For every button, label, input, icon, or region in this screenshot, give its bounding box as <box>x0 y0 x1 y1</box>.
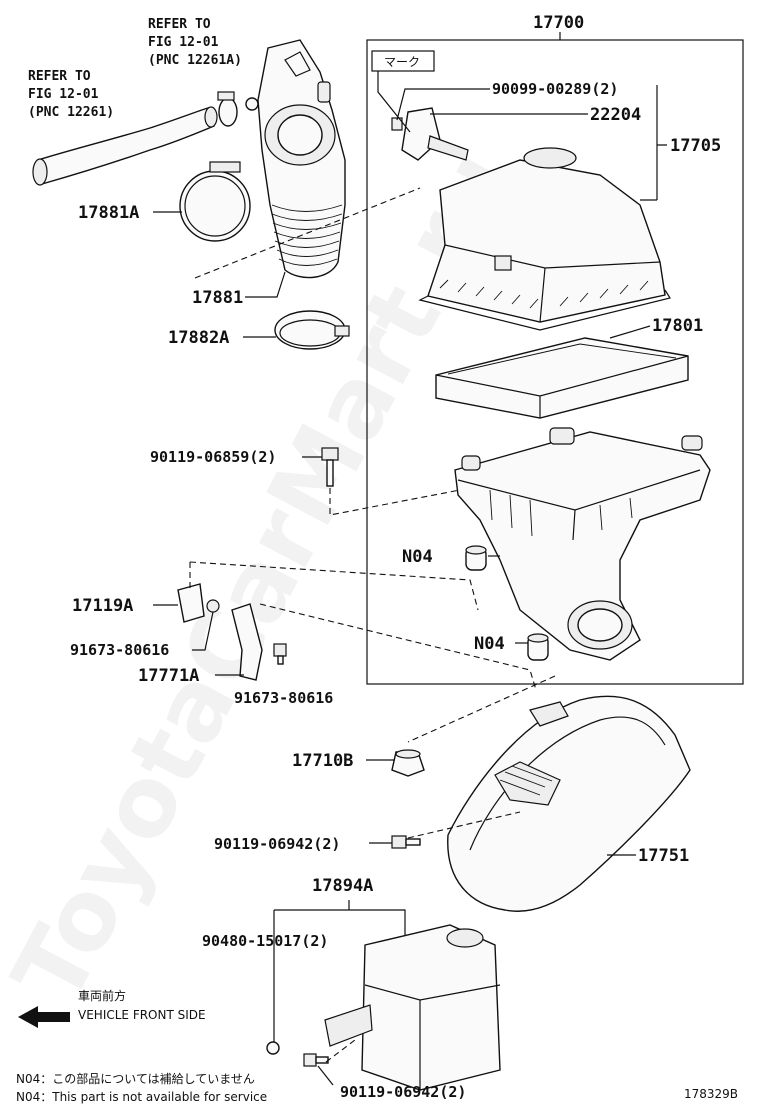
air-filter-17801-part <box>435 337 689 419</box>
label-90099-00289: 90099-00289(2) <box>492 80 618 98</box>
air-cleaner-case-part <box>454 427 711 661</box>
part-labels: 17700 REFER TO FIG 12-01 (PNC 12261A) RE… <box>28 13 721 1101</box>
front-text-en: VEHICLE FRONT SIDE <box>78 1008 206 1022</box>
label-90119-06859: 90119-06859(2) <box>150 448 276 466</box>
clamp-band-17882A-part <box>274 310 350 350</box>
ref1-line2: FIG 12-01 <box>148 35 219 50</box>
air-duct-17881-part <box>257 39 346 279</box>
vehicle-front-indicator: 車両前方 VEHICLE FRONT SIDE <box>18 988 206 1028</box>
resonator-17894A-part <box>266 924 501 1091</box>
rubber-mount-n04-upper <box>465 545 487 571</box>
label-91673-80616-b: 91673-80616 <box>234 689 333 707</box>
label-90119-06942-middle: 90119-06942(2) <box>214 835 340 853</box>
bolt-90119-06942-bottom-part <box>303 1053 329 1067</box>
label-17882A: 17882A <box>168 328 229 348</box>
label-91673-80616-a: 91673-80616 <box>70 641 169 659</box>
bolt-90119-06859-part <box>321 447 339 487</box>
label-n04-lower: N04 <box>474 634 505 654</box>
note-en: N04：This part is not available for servi… <box>16 1090 267 1104</box>
mark-box-text: マーク <box>384 55 420 69</box>
label-17700: 17700 <box>533 13 584 33</box>
hose-clamp-small-part <box>217 91 259 127</box>
ref2-line2: FIG 12-01 <box>28 87 99 102</box>
air-flow-sensor-22204-part <box>391 107 469 161</box>
note-jp: N04：この部品については補給していません <box>16 1071 255 1086</box>
assembly-frame-17700 <box>366 32 744 685</box>
label-17705: 17705 <box>670 136 721 156</box>
label-17881: 17881 <box>192 288 243 308</box>
assembly-dashed-lines <box>189 187 556 1063</box>
bracket-17771A-part <box>231 603 287 681</box>
label-90480-15017: 90480-15017(2) <box>202 932 328 950</box>
rubber-mount-n04-lower <box>527 633 549 661</box>
label-17119A: 17119A <box>72 596 133 616</box>
ref2-line1: REFER TO <box>28 69 91 84</box>
clamp-ring-17881A-part <box>179 161 251 242</box>
label-22204: 22204 <box>590 105 641 125</box>
intake-hose-part <box>32 106 218 186</box>
label-17801: 17801 <box>652 316 703 336</box>
grommet-17710B-part <box>391 749 425 777</box>
inlet-duct-17751-part <box>447 695 691 912</box>
label-17751: 17751 <box>638 846 689 866</box>
air-cleaner-cap-17705-part <box>418 147 671 331</box>
bracket-17119A-part <box>177 583 220 623</box>
label-n04-upper: N04 <box>402 547 433 567</box>
front-text-jp: 車両前方 <box>78 988 126 1003</box>
left-arrow-icon <box>18 1006 70 1028</box>
mark-box: マーク <box>371 50 435 133</box>
label-17710B: 17710B <box>292 751 353 771</box>
bolt-90119-06942-middle-part <box>391 835 421 849</box>
leader-lines <box>153 85 667 1086</box>
ref1-line1: REFER TO <box>148 17 211 32</box>
footnotes: N04：この部品については補給していません N04：This part is n… <box>16 1071 738 1104</box>
ref2-line3: (PNC 12261) <box>28 105 114 120</box>
label-17771A: 17771A <box>138 666 199 686</box>
label-17881A: 17881A <box>78 203 139 223</box>
label-90119-06942-bottom: 90119-06942(2) <box>340 1083 466 1101</box>
figure-code: 178329B <box>684 1087 738 1101</box>
ref1-line3: (PNC 12261A) <box>148 53 242 68</box>
label-17894A: 17894A <box>312 876 373 896</box>
